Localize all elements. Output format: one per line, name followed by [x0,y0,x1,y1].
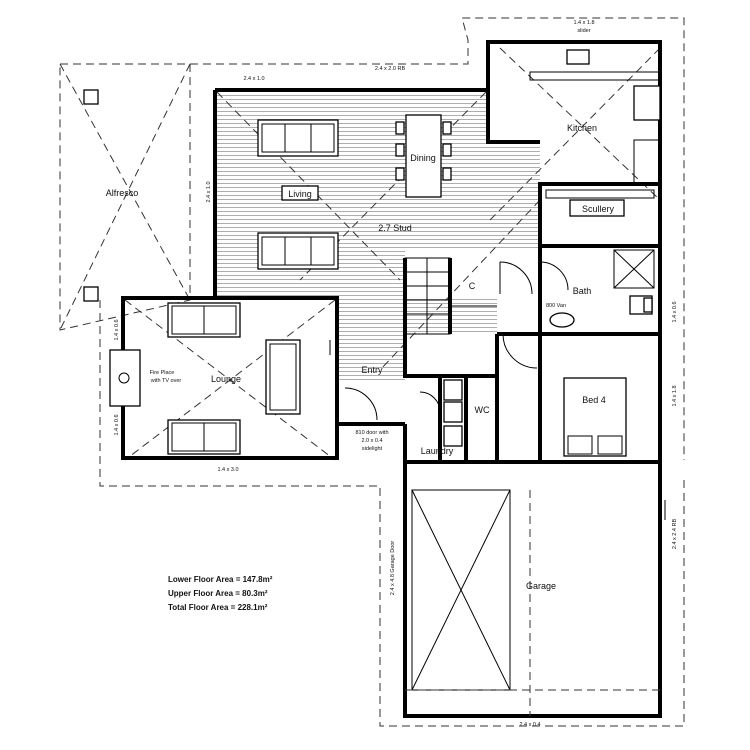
living-sofa-bottom [257,232,339,270]
alfresco-label: Alfresco [106,188,139,198]
wc-label: WC [475,405,490,415]
fireplace-label-line1: Fire Place [150,370,175,376]
window-markers [83,89,666,520]
lounge-sofa-top [167,302,241,338]
garage-layout [405,489,660,716]
bed-4-bed [563,377,627,457]
kitchen-fixtures [529,49,661,217]
stud-label: 2.7 Stud [378,223,412,233]
alfresco-side-dim: 2.4 x 1.0 [206,181,212,202]
lounge-left-lower-dim: 1.4 x 0.6 [114,414,120,435]
bed-right-dim: 1.4 x 1.8 [672,385,678,406]
living-label: Living [288,189,312,199]
lounge-armchair [265,339,301,415]
upper-floor-area: Upper Floor Area = 80.3m² [168,589,268,598]
lower-floor-area: Lower Floor Area = 147.8m² [168,575,273,584]
lounge-label: Lounge [211,374,241,384]
bath-right-dim: 1.4 x 0.6 [672,301,678,322]
kitchen-label: Kitchen [567,123,597,133]
dining-label: Dining [410,153,436,163]
scullery-label: Scullery [582,204,615,214]
garage-bottom-dim: 2.4 x 0.4 [519,722,540,728]
door-swings [344,261,569,421]
dining-table [395,114,452,198]
entry-door-dim-line1: 810 door with [355,430,388,436]
garage-right-dim: 2.4 x 2.4 RB [672,519,678,550]
living-sofa-top [257,119,339,157]
top-window-1-dim: 2.4 x 1.0 [243,76,264,82]
bath-fixtures [549,249,655,328]
bath-vanity-label: 800 Van [546,303,566,309]
entry-door-dim-line3: sidelight [362,446,383,452]
top-window-2-dim: 2.4 x 2.0 RB [375,66,406,72]
lounge-sofa-bottom [167,419,241,455]
laundry-fixtures [443,379,463,447]
bed-4-label: Bed 4 [582,395,606,405]
laundry-label: Laundry [421,446,454,456]
slider-top-dim: 1.4 x 1.8 [573,20,594,26]
garage-label: Garage [526,581,556,591]
roof-outline [59,17,685,727]
lounge-bottom-dim: 1.4 x 3.0 [217,467,238,473]
total-floor-area: Total Floor Area = 228.1m² [168,603,268,612]
entry-door-dim-line2: 2.0 x 0.4 [361,438,382,444]
lounge-left-upper-dim: 1.4 x 0.6 [114,319,120,340]
entry-label: Entry [361,365,383,375]
slider-top-label: slider [577,28,590,34]
bath-label: Bath [573,286,592,296]
staircase [404,257,497,335]
living-label-box [281,185,319,201]
garage-left-dim: 2.4 x 4.8 Garage Door [390,541,396,596]
fireplace-label-line2: with TV over [150,378,182,384]
fireplace [109,349,141,407]
cupboard-label: C [469,281,476,291]
